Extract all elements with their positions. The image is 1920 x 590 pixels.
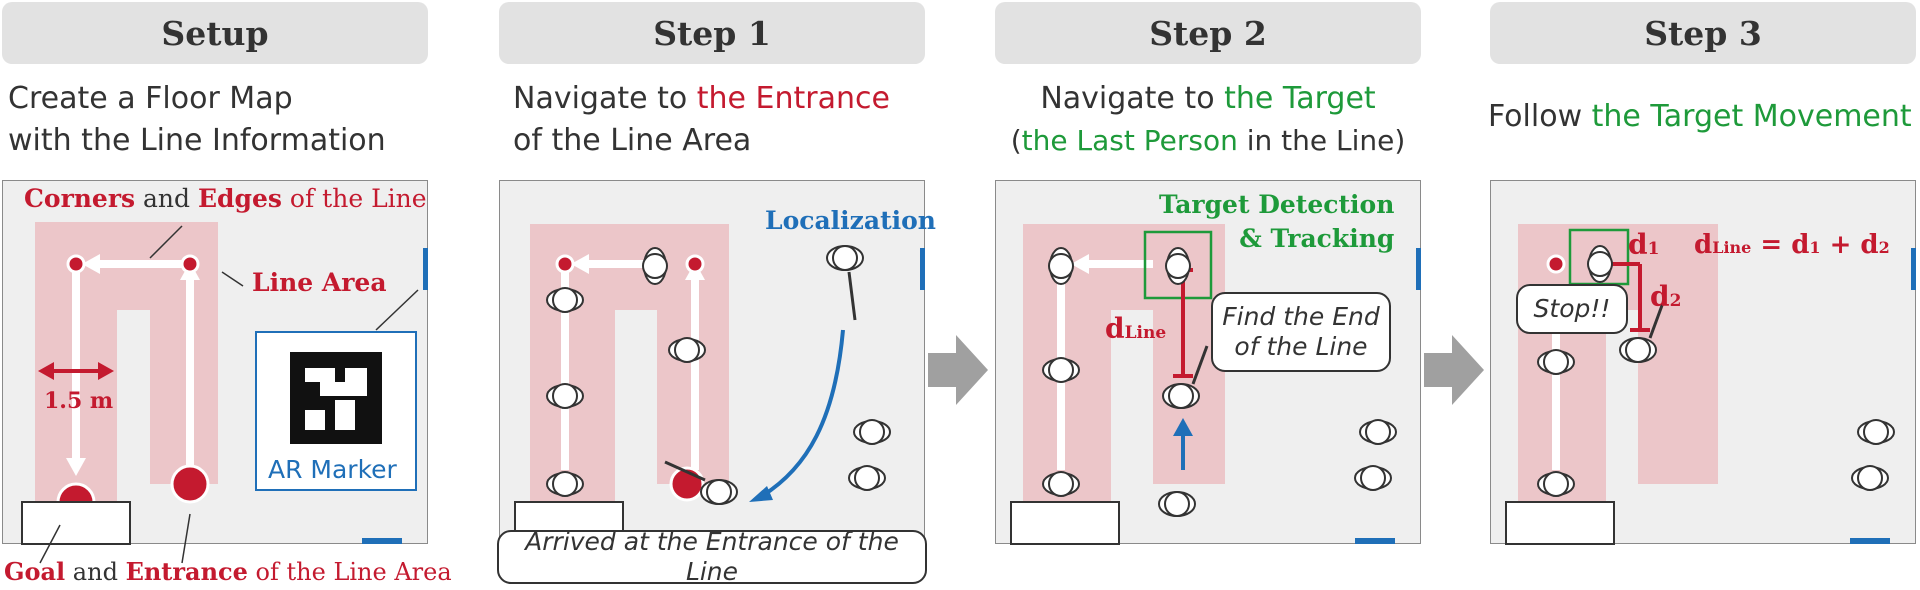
corner-point — [66, 254, 86, 274]
person-icon — [546, 247, 891, 497]
eq-sub: 2 — [1878, 238, 1890, 257]
localization-label: Localization — [765, 206, 936, 235]
speech-bubble: Stop!! — [1516, 284, 1628, 334]
person-icon — [1042, 247, 1397, 497]
navigation-path — [760, 329, 845, 498]
panel-header: Step 1 — [499, 2, 925, 64]
robot-user-icon — [664, 460, 738, 505]
line-area-shape — [35, 222, 218, 505]
detect-line-1: Target Detection — [1159, 190, 1395, 219]
setup-map-drawing — [21, 222, 428, 564]
distance-equation: dLine = d1 + d2 — [1694, 230, 1890, 260]
subtitle-highlight: the Target Movement — [1591, 99, 1912, 134]
target-detection-box — [1143, 230, 1213, 300]
ar-marker-pattern — [290, 352, 382, 444]
subtitle-part: Navigate to — [1040, 81, 1225, 116]
subtitle-part: Follow — [1488, 99, 1592, 134]
d2-label: d2 — [1650, 280, 1681, 313]
panel-subtitle: Navigate to the Target (the Last Person … — [993, 78, 1423, 162]
eq-part: = d — [1751, 230, 1810, 260]
d-line-label: dLine — [1105, 312, 1166, 345]
wall-marker — [423, 248, 428, 290]
panel-step-3: Step 3 Follow the Target Movement d1 — [1488, 0, 1918, 590]
d-subscript: Line — [1124, 323, 1167, 343]
subtitle-highlight: the Target — [1224, 81, 1376, 116]
d-subscript: 2 — [1669, 291, 1682, 311]
subtitle-line-1: Navigate to the Target — [993, 78, 1423, 120]
corners-edges-label: Corners and Edges of the Line — [24, 184, 427, 213]
panel-step-2: Step 2 Navigate to the Target (the Last … — [993, 0, 1423, 590]
subtitle-highlight: the Entrance — [696, 81, 890, 116]
step-arrow-icon — [928, 335, 988, 405]
panel-subtitle: Create a Floor Map with the Line Informa… — [8, 78, 430, 162]
subtitle-line-2: with the Line Information — [8, 123, 386, 158]
panel-subtitle: Follow the Target Movement — [1488, 96, 1912, 138]
d-symbol: d — [1628, 228, 1648, 261]
robot-user-icon — [1619, 299, 1666, 363]
eq-part: d — [1694, 230, 1713, 260]
target-detection-label: Target Detection & Tracking — [1159, 188, 1394, 256]
subtitle-part: ( — [1010, 124, 1022, 157]
panel-header: Step 2 — [995, 2, 1421, 64]
eq-sub: Line — [1712, 238, 1752, 257]
subtitle-part: in the Line) — [1237, 124, 1406, 157]
d-symbol: d — [1105, 312, 1125, 345]
floor-marker — [362, 538, 402, 544]
d-subscript: 1 — [1647, 239, 1660, 259]
label-edges: Edges — [197, 184, 282, 213]
d1-label: d1 — [1628, 228, 1659, 261]
subtitle-highlight: the Last Person — [1021, 124, 1238, 157]
d-symbol: d — [1650, 280, 1670, 313]
label-of-area: of the Line Area — [247, 558, 452, 586]
step-arrow-icon — [1424, 335, 1484, 405]
robot-user-icon — [1158, 345, 1209, 517]
label-entrance: Entrance — [125, 557, 248, 586]
subtitle-line-1: Navigate to the Entrance — [513, 78, 935, 120]
subtitle-line-1: Create a Floor Map — [8, 81, 293, 116]
step2-map-drawing — [1010, 224, 1421, 545]
label-of-line: of the Line — [281, 184, 427, 213]
panel-subtitle: Navigate to the Entrance of the Line Are… — [513, 78, 935, 162]
panel-header: Step 3 — [1490, 2, 1916, 64]
detect-line-2: & Tracking — [1239, 224, 1395, 253]
label-goal: Goal — [4, 557, 66, 586]
panel-step-1: Step 1 Navigate to the Entrance of the L… — [497, 0, 936, 590]
subtitle-line-2: (the Last Person in the Line) — [993, 120, 1423, 162]
corner-point — [180, 254, 200, 274]
bubble-line-1: Find the End — [1222, 302, 1380, 331]
speech-bubble: Arrived at the Entrance of the Line — [497, 527, 927, 586]
label-and-2: and — [65, 558, 126, 586]
robot-user-icon — [826, 245, 864, 321]
width-label: 1.5 m — [44, 388, 114, 414]
panel-header: Setup — [2, 2, 428, 64]
entrance-point — [170, 464, 210, 504]
line-area-label: Line Area — [252, 268, 387, 297]
ar-marker-label: AR Marker — [268, 455, 397, 484]
step1-map-drawing — [514, 224, 925, 545]
subtitle-line-2: of the Line Area — [513, 123, 752, 158]
label-and: and — [135, 184, 198, 213]
label-corners: Corners — [24, 184, 136, 213]
eq-sub: 1 — [1809, 238, 1821, 257]
bubble-line-2: of the Line — [1234, 332, 1368, 361]
panel-setup: Setup Create a Floor Map with the Line I… — [0, 0, 452, 590]
eq-part: + d — [1820, 230, 1879, 260]
subtitle-part: Navigate to — [513, 81, 697, 116]
person-icon — [1537, 245, 1895, 497]
goal-entrance-label: Goal and Entrance of the Line Area — [4, 557, 452, 586]
